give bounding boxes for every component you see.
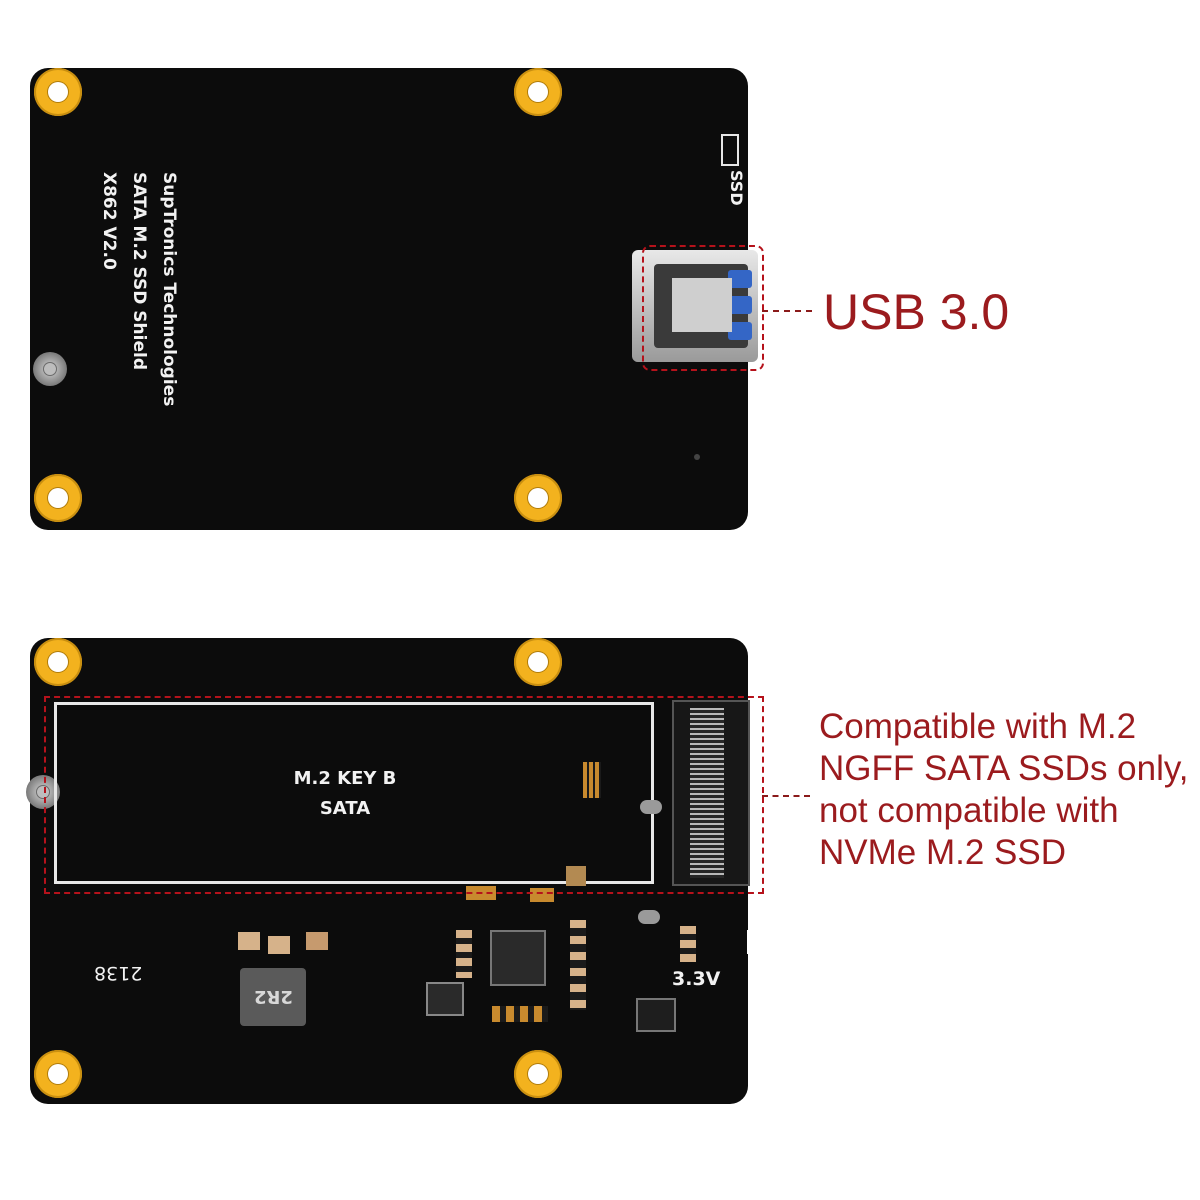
usb-callout-label: USB 3.0	[823, 284, 1010, 340]
bottom-board	[30, 638, 748, 1104]
compat-line: NGFF SATA SSDs only,	[819, 749, 1189, 788]
usb-leader-line	[762, 310, 812, 312]
compat-line: NVMe M.2 SSD	[819, 833, 1066, 872]
m2-connector	[672, 700, 750, 886]
smd-capacitor	[268, 936, 290, 954]
mount-hole-top-right	[514, 638, 562, 686]
mount-hole-top-left	[34, 638, 82, 686]
mount-hole-bottom-right	[514, 474, 562, 522]
compat-line: Compatible with M.2	[819, 707, 1137, 746]
smd-resistor-row	[492, 1006, 548, 1022]
regulator-chip	[426, 982, 464, 1016]
compat-leader-line	[762, 795, 810, 797]
board-edge-notch	[747, 930, 750, 954]
smd-resistor	[530, 888, 554, 902]
pcb-dot	[694, 454, 700, 460]
smd-capacitor-column	[570, 920, 586, 1010]
ssd-led-label: SSD	[727, 170, 746, 206]
smd-capacitor-column	[680, 926, 696, 962]
m2-slot-label: M.2 KEY B SATA	[290, 764, 400, 824]
mount-hole-bottom-right	[514, 1050, 562, 1098]
mount-hole-top-right	[514, 68, 562, 116]
resistor-array	[583, 762, 601, 798]
smd-component	[638, 910, 660, 924]
voltage-label: 3.3V	[672, 968, 721, 990]
standoff-screw	[33, 352, 67, 386]
smd-capacitor	[238, 932, 260, 950]
mount-hole-bottom-left	[34, 474, 82, 522]
inductor-label: 2R2	[254, 986, 293, 1007]
mount-hole-bottom-left	[34, 1050, 82, 1098]
date-code: 2138	[94, 962, 143, 984]
smd-component	[640, 800, 662, 814]
board-silkscreen: SupTronics Technologies SATA M.2 SSD Shi…	[94, 172, 184, 406]
compat-line: not compatible with	[819, 791, 1119, 830]
silkscreen-line: X862 V2.0	[99, 172, 119, 270]
smd-capacitor	[306, 932, 328, 950]
controller-chip	[490, 930, 546, 986]
compat-callout-text: Compatible with M.2 NGFF SATA SSDs only,…	[819, 706, 1189, 874]
mount-hole-top-left	[34, 68, 82, 116]
top-board	[30, 68, 748, 530]
ssd-led-marker	[721, 134, 739, 166]
usb-port	[632, 250, 758, 362]
smd-led	[566, 866, 586, 886]
usb-callout-box	[642, 245, 764, 371]
silkscreen-line: SATA M.2 SSD Shield	[129, 172, 149, 371]
smd-capacitor-column	[456, 930, 472, 978]
m2-interface-label: SATA	[319, 798, 371, 819]
power-ic	[636, 998, 676, 1032]
m2-ssd-outline	[54, 702, 654, 884]
inductor: 2R2	[240, 968, 306, 1026]
m2-key-label: M.2 KEY B	[293, 768, 397, 789]
m2-callout-box	[44, 696, 764, 894]
silkscreen-line: SupTronics Technologies	[159, 172, 179, 407]
